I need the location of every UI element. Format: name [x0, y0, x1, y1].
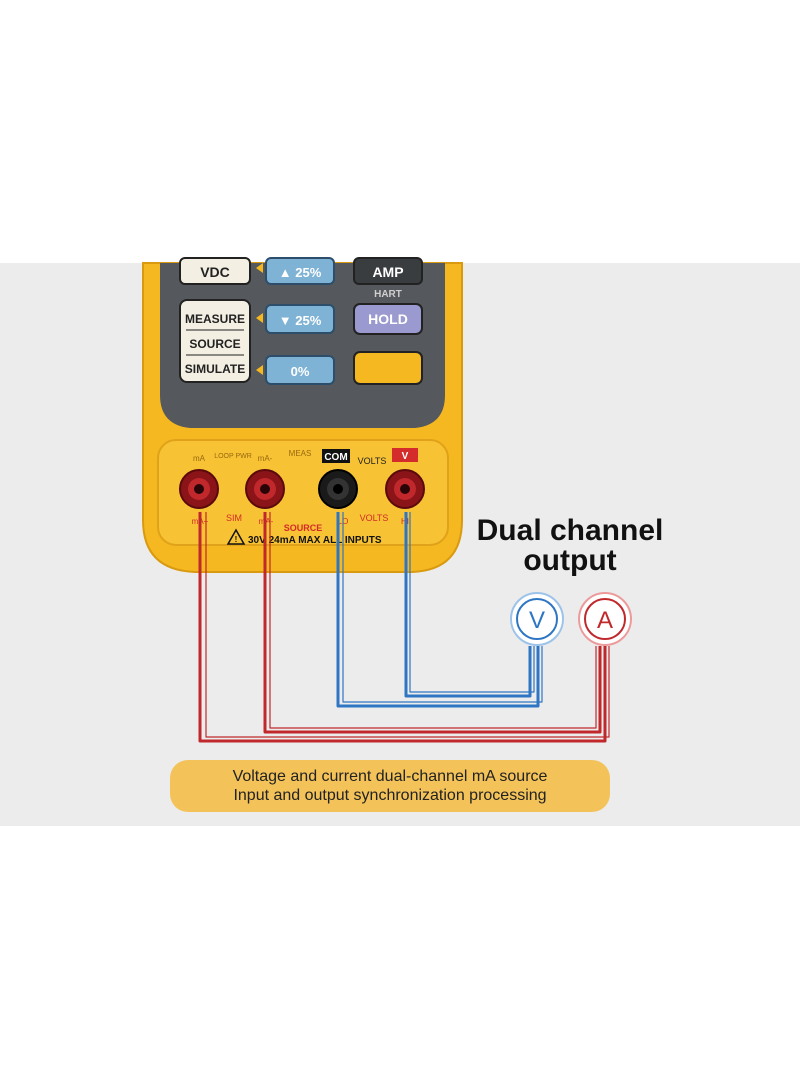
svg-text:▲ 25%: ▲ 25%: [279, 265, 322, 280]
down-25-button[interactable]: ▼ 25%: [265, 304, 335, 334]
svg-text:COM: COM: [324, 452, 347, 463]
wires: [198, 512, 610, 743]
svg-text:V: V: [402, 451, 409, 462]
svg-text:SIM: SIM: [226, 513, 242, 523]
svg-text:SOURCE: SOURCE: [189, 337, 240, 351]
headline-line-1: Dual channel: [476, 514, 664, 547]
headline-line-2: output: [523, 544, 617, 577]
svg-text:VDC: VDC: [200, 264, 230, 280]
warning-text: 30V 24mA MAX ALL INPUTS: [248, 535, 382, 546]
up-25-button[interactable]: ▲ 25%: [265, 257, 335, 285]
svg-text:!: !: [235, 535, 238, 544]
banner-line-1: Voltage and current dual-channel mA sour…: [232, 768, 548, 785]
ammeter-icon: A: [578, 592, 632, 646]
yellow-function-button[interactable]: [353, 351, 423, 385]
hart-label: HART: [374, 289, 402, 300]
svg-text:VOLTS: VOLTS: [360, 513, 389, 523]
svg-text:LOOP PWR: LOOP PWR: [214, 453, 252, 460]
svg-text:V: V: [529, 607, 545, 634]
svg-text:SIMULATE: SIMULATE: [185, 362, 245, 376]
jack-ma-minus[interactable]: [245, 469, 285, 509]
svg-text:AMP: AMP: [372, 264, 403, 280]
voltmeter-icon: V: [510, 592, 564, 646]
svg-text:MEASURE: MEASURE: [185, 312, 245, 326]
svg-text:mA: mA: [193, 454, 206, 463]
jack-volts-hi[interactable]: [385, 469, 425, 509]
svg-text:VOLTS: VOLTS: [358, 456, 387, 466]
warning-icon: !: [226, 528, 246, 545]
jack-com[interactable]: [318, 469, 358, 509]
banner-line-2: Input and output synchronization process…: [233, 787, 547, 804]
svg-text:SOURCE: SOURCE: [284, 523, 323, 533]
svg-text:A: A: [597, 607, 613, 634]
mode-button[interactable]: MEASURE SOURCE SIMULATE: [179, 299, 251, 383]
jack-ma-plus[interactable]: [179, 469, 219, 509]
amp-button[interactable]: AMP: [353, 257, 423, 285]
vdc-button[interactable]: VDC: [179, 257, 251, 285]
svg-text:▼ 25%: ▼ 25%: [279, 313, 322, 328]
svg-text:0%: 0%: [291, 364, 310, 379]
description-banner: Voltage and current dual-channel mA sour…: [170, 760, 610, 812]
svg-text:MEAS: MEAS: [289, 449, 312, 458]
zero-percent-button[interactable]: 0%: [265, 355, 335, 385]
svg-text:mA-: mA-: [258, 454, 273, 463]
svg-text:HOLD: HOLD: [368, 311, 408, 327]
hold-button[interactable]: HOLD: [353, 303, 423, 335]
